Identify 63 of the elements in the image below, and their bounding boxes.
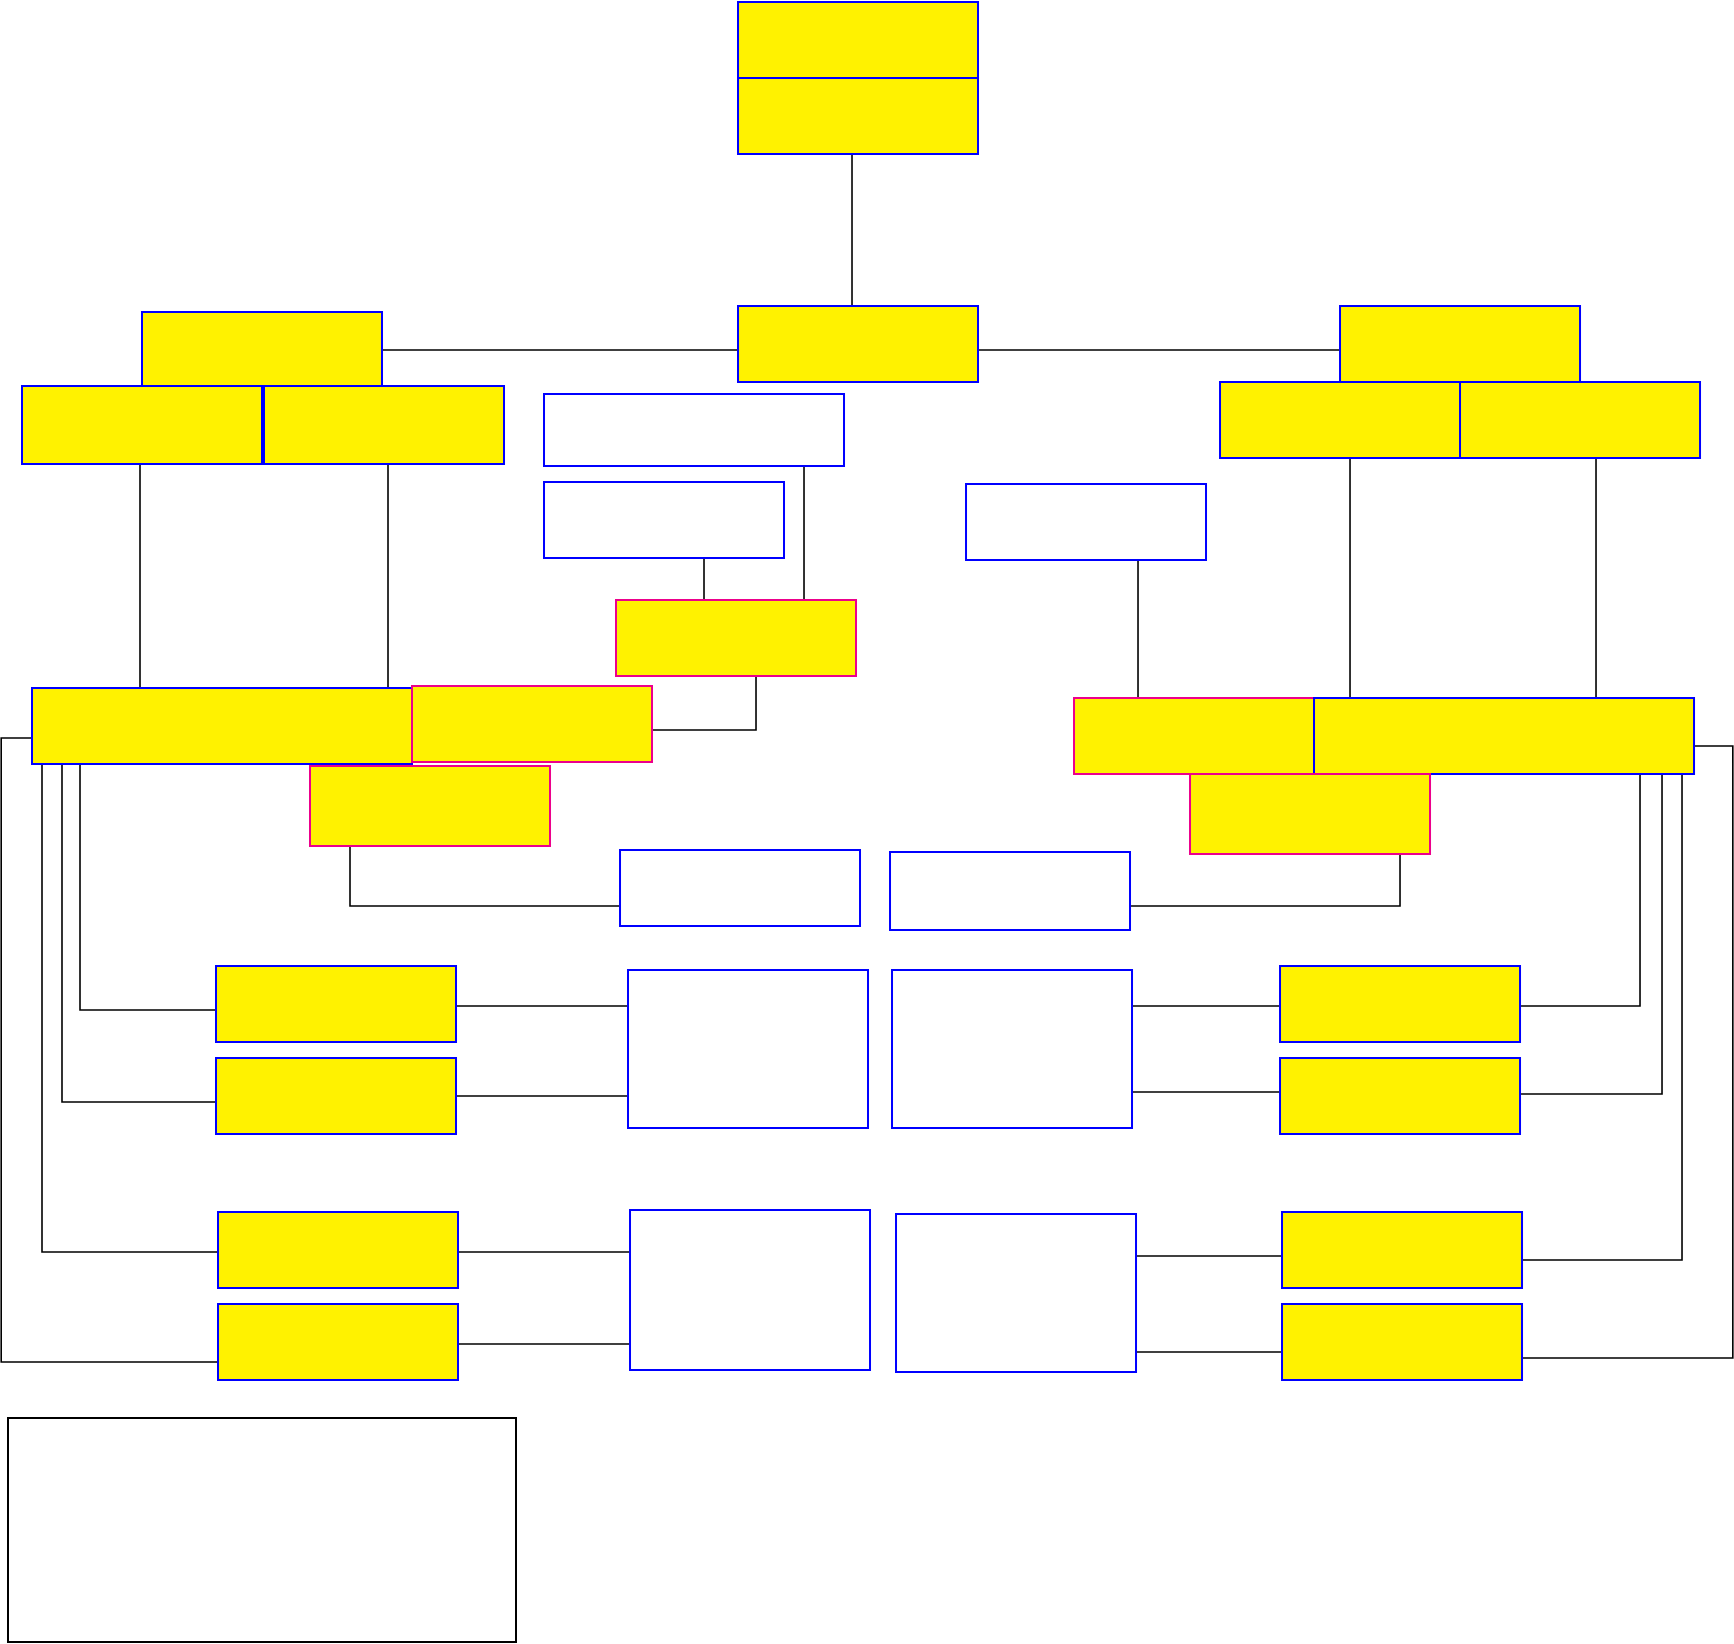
connector-line <box>382 349 738 351</box>
connector-line <box>61 764 216 1103</box>
connector-line <box>1522 745 1734 1359</box>
connector-line <box>456 1005 628 1007</box>
box <box>619 849 861 927</box>
box <box>1459 381 1701 459</box>
connector-line <box>0 737 218 1363</box>
box <box>629 1209 871 1371</box>
connector-line <box>1595 458 1597 698</box>
box <box>1279 965 1521 1043</box>
box <box>141 311 383 387</box>
connector-line <box>652 676 757 731</box>
box <box>1281 1303 1523 1381</box>
connector-line <box>1136 1351 1282 1353</box>
box <box>1189 773 1431 855</box>
box <box>737 77 979 155</box>
connector-line <box>456 1095 628 1097</box>
connector-line <box>1520 774 1663 1095</box>
connector-line <box>1132 1091 1280 1093</box>
connector-line <box>851 154 853 306</box>
box <box>1073 697 1315 775</box>
connector-line <box>79 764 216 1011</box>
box <box>1219 381 1461 459</box>
box <box>21 385 263 465</box>
connector-line <box>1132 1005 1280 1007</box>
box <box>217 1211 459 1289</box>
box <box>7 1417 517 1643</box>
box <box>615 599 857 677</box>
box <box>217 1303 459 1381</box>
connector-line <box>458 1343 630 1345</box>
connector-line <box>349 846 620 907</box>
box <box>891 969 1133 1129</box>
connector-line <box>803 466 805 600</box>
box <box>627 969 869 1129</box>
box <box>31 687 413 765</box>
connector-line <box>1130 854 1401 907</box>
box <box>309 765 551 847</box>
connector-line <box>139 464 141 688</box>
box <box>965 483 1207 561</box>
connector-line <box>1349 458 1351 698</box>
connector-line <box>1137 560 1139 698</box>
box <box>889 851 1131 931</box>
box <box>737 305 979 383</box>
connector-line <box>458 1251 630 1253</box>
connector-line <box>41 764 218 1253</box>
box <box>543 481 785 559</box>
connector-line <box>703 558 705 600</box>
box <box>895 1213 1137 1373</box>
box <box>215 1057 457 1135</box>
box <box>543 393 845 467</box>
connector-line <box>1522 774 1683 1261</box>
connector-line <box>1136 1255 1282 1257</box>
box <box>1339 305 1581 383</box>
connector-line <box>1520 774 1641 1007</box>
box <box>215 965 457 1043</box>
box <box>263 385 505 465</box>
box <box>411 685 653 763</box>
box <box>737 1 979 79</box>
box <box>1279 1057 1521 1135</box>
connector-line <box>387 464 389 688</box>
box <box>1281 1211 1523 1289</box>
connector-line <box>978 349 1340 351</box>
box <box>1313 697 1695 775</box>
